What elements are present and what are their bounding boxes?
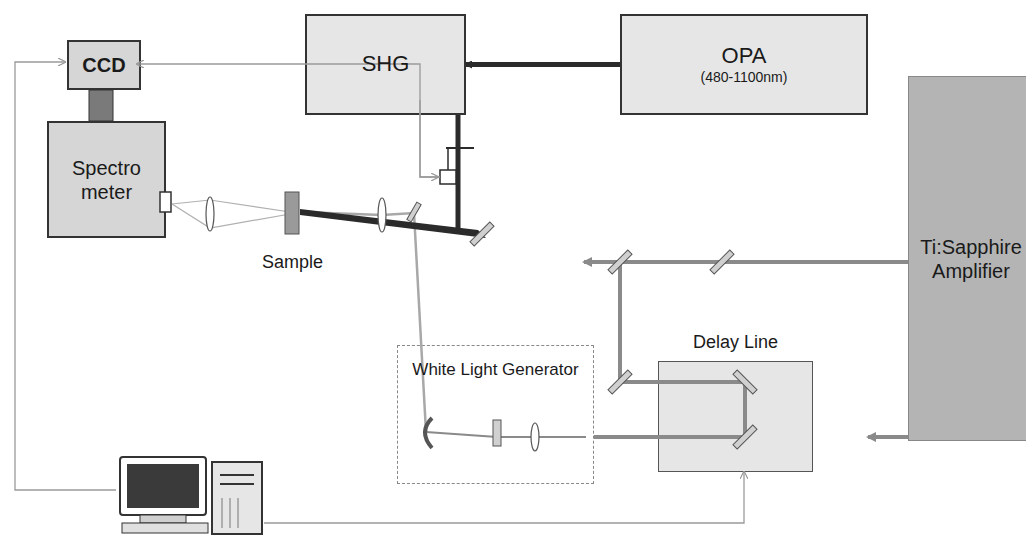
signal-beam [172, 200, 290, 212]
delay-mirror [733, 425, 757, 449]
mirror [470, 222, 494, 246]
node-title: SHG [362, 51, 410, 77]
beam-path [466, 62, 620, 67]
white-light-box: White Light Generator [397, 345, 594, 484]
control-line [137, 64, 440, 177]
node-title: OPA [722, 43, 767, 69]
shg-box: SHG [305, 14, 466, 115]
control-line [15, 62, 116, 490]
sample-cell [285, 192, 299, 234]
computer-icon [120, 457, 262, 534]
signal-beam [172, 204, 290, 228]
probe-beam [300, 212, 426, 432]
spectrometer-box: Spectro meter [47, 121, 166, 238]
chopper-motor [440, 170, 456, 184]
entrance-slit [160, 192, 171, 212]
mirror [407, 202, 421, 222]
beam-splitter [710, 250, 734, 274]
part-label: Sample [262, 252, 323, 273]
delay-line-box: Delay Line [658, 361, 813, 472]
probe-beam [426, 432, 586, 437]
curved-mirror [425, 418, 432, 448]
lens [378, 198, 386, 232]
node-title: CCD [82, 53, 125, 77]
ccd-mount [89, 90, 113, 121]
delay-mirror [733, 370, 757, 394]
ccd-box: CCD [67, 40, 141, 90]
node-title: Delay Line [659, 332, 812, 354]
pump-beam [584, 260, 620, 264]
node-title: Ti:Sapphire Amplifier [916, 235, 1026, 283]
shg-beam [300, 209, 486, 238]
control-line [420, 100, 438, 177]
lens [206, 197, 214, 231]
shg-beam [456, 115, 461, 233]
mirror [608, 370, 632, 394]
laser-box: Ti:Sapphire Amplifier [908, 76, 1026, 441]
opa-box: OPA(480-1100nm) [620, 14, 868, 115]
delay-beam [658, 382, 745, 437]
mirror [608, 250, 632, 274]
wl-crystal [493, 420, 501, 446]
chopper-stem [447, 148, 449, 170]
beam-path [594, 435, 658, 439]
beam-path [868, 435, 908, 439]
node-subtitle: (480-1100nm) [701, 69, 788, 86]
chopper-blade [446, 147, 474, 149]
node-title: Spectro meter [62, 156, 152, 204]
control-line [264, 472, 744, 523]
node-title: White Light Generator [412, 360, 578, 380]
lens [531, 423, 539, 451]
